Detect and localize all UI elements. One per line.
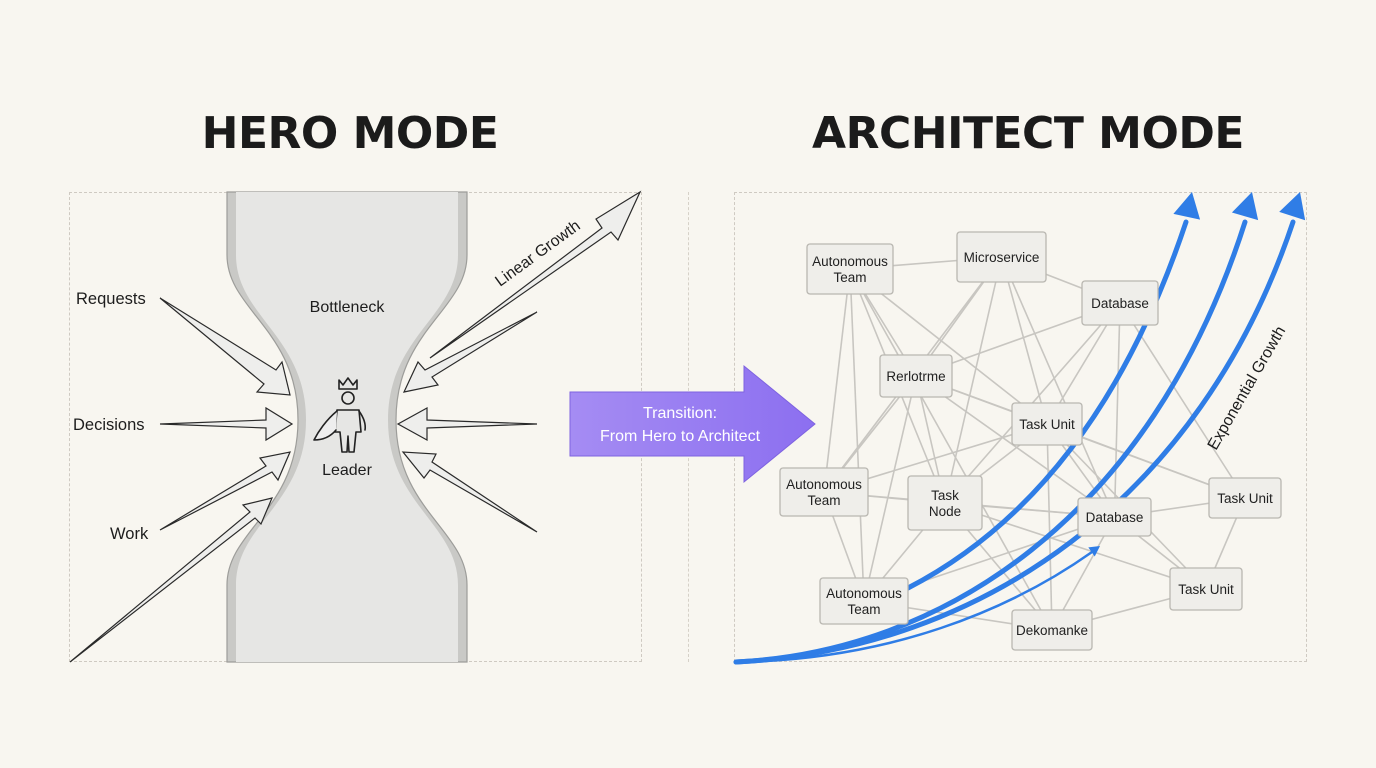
network-edge <box>1113 302 1121 518</box>
growth-curve <box>734 550 1094 664</box>
network-node-label: Dekomanke <box>1016 623 1088 638</box>
network-node: Database <box>1081 280 1159 326</box>
network-edge <box>915 375 1115 518</box>
growth-arrowhead <box>1173 192 1201 220</box>
network-edge <box>849 268 1048 425</box>
network-node-label: Task Unit <box>1217 491 1273 506</box>
network-node: Task Unit <box>1169 567 1243 611</box>
arrow-decisions <box>159 406 294 442</box>
network-node-label: Task Unit <box>1019 417 1075 432</box>
network-edge <box>944 502 1207 590</box>
network-node-label: Team <box>807 493 840 508</box>
arrow-right-lower <box>401 451 538 533</box>
network-edge <box>944 256 1003 504</box>
network-node: Task Unit <box>1011 402 1083 446</box>
network-node: Dekomanke <box>1011 609 1093 651</box>
network-edge <box>1046 423 1053 631</box>
network-nodes: AutonomousTeamMicroserviceDatabaseRerlot… <box>779 231 1282 651</box>
network-node-label: Task Unit <box>1178 582 1234 597</box>
architect-mode-title: ARCHITECT MODE <box>812 108 1244 159</box>
network-node-box <box>907 475 983 531</box>
input-label-decisions: Decisions <box>73 416 145 434</box>
transition-line1: Transition: <box>643 405 717 422</box>
input-label-requests: Requests <box>76 290 146 308</box>
network-node-box <box>806 243 894 295</box>
leader-icon <box>313 377 367 453</box>
network-node-label: Microservice <box>964 250 1040 265</box>
network-node-box <box>779 467 869 517</box>
arrow-right-middle <box>396 406 538 442</box>
input-label-work: Work <box>110 525 149 543</box>
network-node-box <box>1081 280 1159 326</box>
growth-arrowhead <box>1231 192 1259 221</box>
network-node: Task Unit <box>1208 477 1282 519</box>
growth-arrowhead <box>1088 546 1100 557</box>
network-node-label: Database <box>1091 296 1149 311</box>
transition-arrow <box>569 364 816 484</box>
network-node-label: Autonomous <box>786 477 862 492</box>
network-edge <box>823 268 851 493</box>
exponential-growth-label: Exponential Growth <box>1205 324 1290 453</box>
transition-line2: From Hero to Architect <box>600 428 761 445</box>
network-node: Microservice <box>956 231 1047 283</box>
growth-arrowhead <box>1279 192 1306 221</box>
arrow-work-lower <box>69 497 274 663</box>
network-node-box <box>819 577 909 625</box>
arrow-work-upper <box>159 451 292 531</box>
network-node-box <box>1011 609 1093 651</box>
network-node: Rerlotrme <box>879 354 953 398</box>
bottleneck-label: Bottleneck <box>310 299 386 316</box>
network-edge <box>849 268 865 602</box>
hero-mode-title: HERO MODE <box>201 108 499 159</box>
growth-curve <box>733 219 1296 665</box>
network-node-label: Autonomous <box>826 586 902 601</box>
arrow-requests <box>159 297 291 396</box>
network-node-label: Autonomous <box>812 254 888 269</box>
network-node-box <box>956 231 1047 283</box>
network-node-label: Task <box>931 488 959 503</box>
network-node-label: Team <box>847 602 880 617</box>
linear-growth-arrow <box>429 190 642 359</box>
network-node-box <box>1169 567 1243 611</box>
bottleneck-inner <box>236 192 458 662</box>
network-node-box <box>1208 477 1282 519</box>
arrow-right-upper <box>402 311 538 393</box>
network-edge <box>1119 302 1246 499</box>
network-node: Database <box>1077 497 1152 537</box>
network-node-label: Team <box>833 270 866 285</box>
network-node-box <box>1011 402 1083 446</box>
network-node-box <box>1077 497 1152 537</box>
network-node-box <box>879 354 953 398</box>
network-node-label: Node <box>929 504 961 519</box>
network-edge <box>849 268 1053 631</box>
network-edge <box>863 375 917 602</box>
network-node-label: Database <box>1086 510 1144 525</box>
network-node-label: Rerlotrme <box>886 369 945 384</box>
leader-label: Leader <box>322 462 372 479</box>
